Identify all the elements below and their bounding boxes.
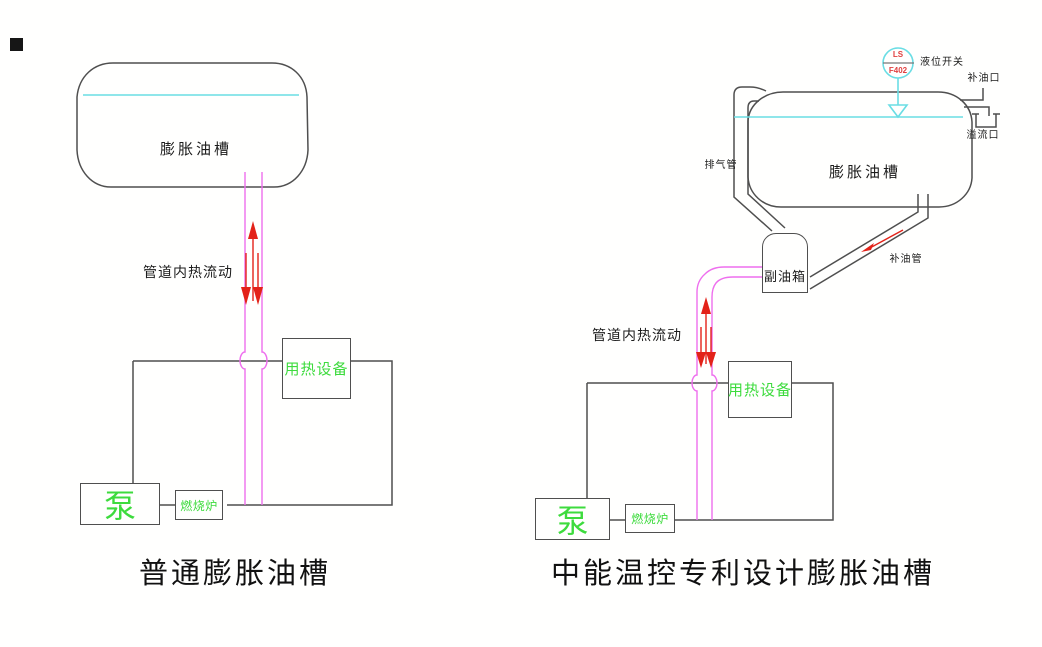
right-caption: 中能温控专利设计膨胀油槽 <box>550 558 935 590</box>
right-pump-label: 泵 <box>556 503 589 539</box>
left-pump-box: 泵 <box>80 483 160 525</box>
left-flow-arrow-down1-icon <box>241 287 251 305</box>
overflow-port-label: 溢流口 <box>966 130 1000 141</box>
fill-port-label: 补油口 <box>967 73 1001 84</box>
left-furnace-label: 燃烧炉 <box>180 498 218 513</box>
vent-pipe-label: 排气管 <box>704 160 738 171</box>
left-diagram-lines <box>76 62 393 506</box>
overflow-pipe <box>964 106 990 116</box>
left-tank-label: 膨胀油槽 <box>159 142 232 158</box>
right-flow-arrow-down1-icon <box>696 352 706 368</box>
right-riser-pipe-left <box>691 266 762 520</box>
fill-port-pipe <box>960 88 984 101</box>
right-furnace-box: 燃烧炉 <box>625 504 675 533</box>
level-switch-label: 液位开关 <box>920 57 964 68</box>
right-tank-label: 膨胀油槽 <box>828 165 901 181</box>
left-flow-arrow-down2-icon <box>253 287 263 305</box>
left-loop-right-line <box>227 360 393 506</box>
makeup-pipe-lower <box>809 194 929 290</box>
stray-mark <box>10 38 23 51</box>
left-flow-arrow-up-icon <box>248 221 258 239</box>
right-expansion-tank-outline <box>747 91 973 208</box>
right-flow-arrow-down2-icon <box>706 352 716 368</box>
makeup-flow-arrow-icon <box>861 243 874 252</box>
makeup-flow-arrow-shaft <box>867 229 904 250</box>
level-switch-tag-line1: LS <box>892 50 904 59</box>
left-furnace-box: 燃烧炉 <box>175 490 223 520</box>
right-flow-arrow-up-icon <box>701 297 711 314</box>
left-expansion-tank-outline <box>76 62 309 188</box>
right-loop-right-line <box>675 382 834 521</box>
left-riser-pipe-left <box>239 172 246 505</box>
left-caption: 普通膨胀油槽 <box>138 558 331 590</box>
right-heat-device-box: 用热设备 <box>728 361 792 418</box>
aux-oil-tank-box: 副油箱 <box>762 233 808 293</box>
right-flow-label: 管道内热流动 <box>592 329 682 344</box>
makeup-pipe-upper <box>809 194 919 278</box>
level-switch-probe-triangle-icon <box>887 104 909 119</box>
fill-pipe-label: 补油管 <box>889 254 923 265</box>
left-heat-device-label: 用热设备 <box>284 362 349 378</box>
right-diagram-lines <box>586 47 1000 521</box>
left-heat-device-box: 用热设备 <box>282 338 351 399</box>
left-flow-label: 管道内热流动 <box>143 266 233 281</box>
right-heat-device-label: 用热设备 <box>728 383 793 399</box>
aux-oil-tank-label: 副油箱 <box>763 269 806 284</box>
left-pump-label: 泵 <box>103 488 136 524</box>
overflow-funnel-icon <box>972 113 1000 128</box>
right-riser-pipe-right <box>711 276 762 520</box>
vent-pipe-inner <box>747 100 786 229</box>
vent-pipe-outer <box>733 86 773 232</box>
right-furnace-label: 燃烧炉 <box>631 512 669 526</box>
left-riser-pipe-right <box>261 172 268 505</box>
right-pump-box: 泵 <box>535 498 610 540</box>
level-switch-tag-line2: F402 <box>888 66 908 75</box>
